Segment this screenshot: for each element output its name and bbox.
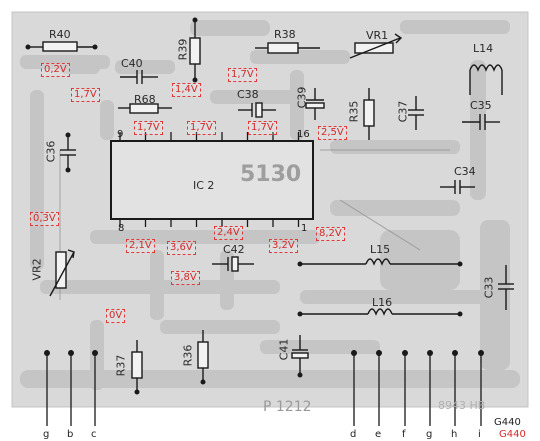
- label-r35: R35: [347, 100, 361, 123]
- voltage-label: 1,7V: [228, 68, 257, 82]
- voltage-label: 1,4V: [172, 83, 201, 97]
- figure-id-red: G440: [499, 429, 526, 440]
- label-c42: C42: [223, 243, 245, 256]
- label-c34: C34: [454, 165, 476, 178]
- voltage-label: 1,7V: [134, 121, 163, 135]
- voltage-label: 3,2V: [269, 239, 298, 253]
- terminal-label-right-2: e: [375, 429, 382, 440]
- label-l16: L16: [372, 296, 393, 309]
- voltage-label: 2,5V: [318, 126, 347, 140]
- label-r36: R36: [181, 344, 195, 367]
- ic-part-number: 5130: [240, 162, 302, 187]
- label-l15: L15: [370, 243, 391, 256]
- label-r38: R38: [274, 28, 296, 41]
- ic-pin-1-label: 1: [301, 223, 308, 234]
- voltage-label: 0,2V: [41, 63, 70, 77]
- ic-name: IC 2: [193, 179, 215, 192]
- voltage-label: 2,4V: [214, 226, 243, 240]
- label-l14: L14: [473, 42, 494, 55]
- solder-pads: [25, 17, 484, 395]
- ic-pin-8-label: 8: [118, 223, 125, 234]
- label-c37: C37: [396, 100, 410, 123]
- label-c38: C38: [237, 88, 259, 101]
- figure-id: G440: [494, 417, 521, 428]
- label-c41: C41: [277, 338, 291, 361]
- component-symbols: [28, 20, 514, 392]
- ic-pins: [119, 132, 300, 227]
- ic-pin-16-label: 16: [297, 129, 310, 140]
- terminal-label-left-2: b: [67, 429, 74, 440]
- voltage-label: 1,7V: [187, 121, 216, 135]
- ic-pin-9-label: 9: [117, 129, 124, 140]
- terminal-label-right-1: d: [350, 429, 357, 440]
- label-vr1: VR1: [366, 29, 389, 42]
- label-r37: R37: [114, 354, 128, 377]
- board-code: P 1212: [263, 399, 312, 415]
- label-c39: C39: [295, 86, 309, 109]
- label-c36: C36: [44, 140, 58, 163]
- label-r68: R68: [134, 93, 156, 106]
- terminal-label-right-5: h: [451, 429, 458, 440]
- board-stamp: 8943 HB: [438, 399, 486, 412]
- terminal-label-right-3: f: [402, 429, 406, 440]
- label-c35: C35: [470, 99, 492, 112]
- label-c40: C40: [121, 57, 143, 70]
- terminal-label-left-3: c: [91, 429, 97, 440]
- terminal-label-right-4: g: [426, 429, 433, 440]
- label-vr2: VR2: [30, 258, 44, 281]
- label-r39: R39: [176, 38, 190, 61]
- voltage-label: 3,8V: [171, 271, 200, 285]
- voltage-label: 2,1V: [126, 239, 155, 253]
- voltage-label: 1,7V: [71, 88, 100, 102]
- voltage-label: 0V: [106, 309, 126, 323]
- terminal-label-right-6: i: [478, 429, 481, 440]
- voltage-label: 8,2V: [316, 227, 345, 241]
- label-c33: C33: [482, 276, 496, 299]
- voltage-label: 1,7V: [248, 121, 277, 135]
- label-r40: R40: [49, 28, 71, 41]
- terminal-pins: [46, 350, 482, 426]
- terminal-label-left-1: g: [43, 429, 50, 440]
- voltage-label: 3,6V: [167, 241, 196, 255]
- ic-package: [110, 140, 314, 220]
- voltage-label: 0,3V: [30, 212, 59, 226]
